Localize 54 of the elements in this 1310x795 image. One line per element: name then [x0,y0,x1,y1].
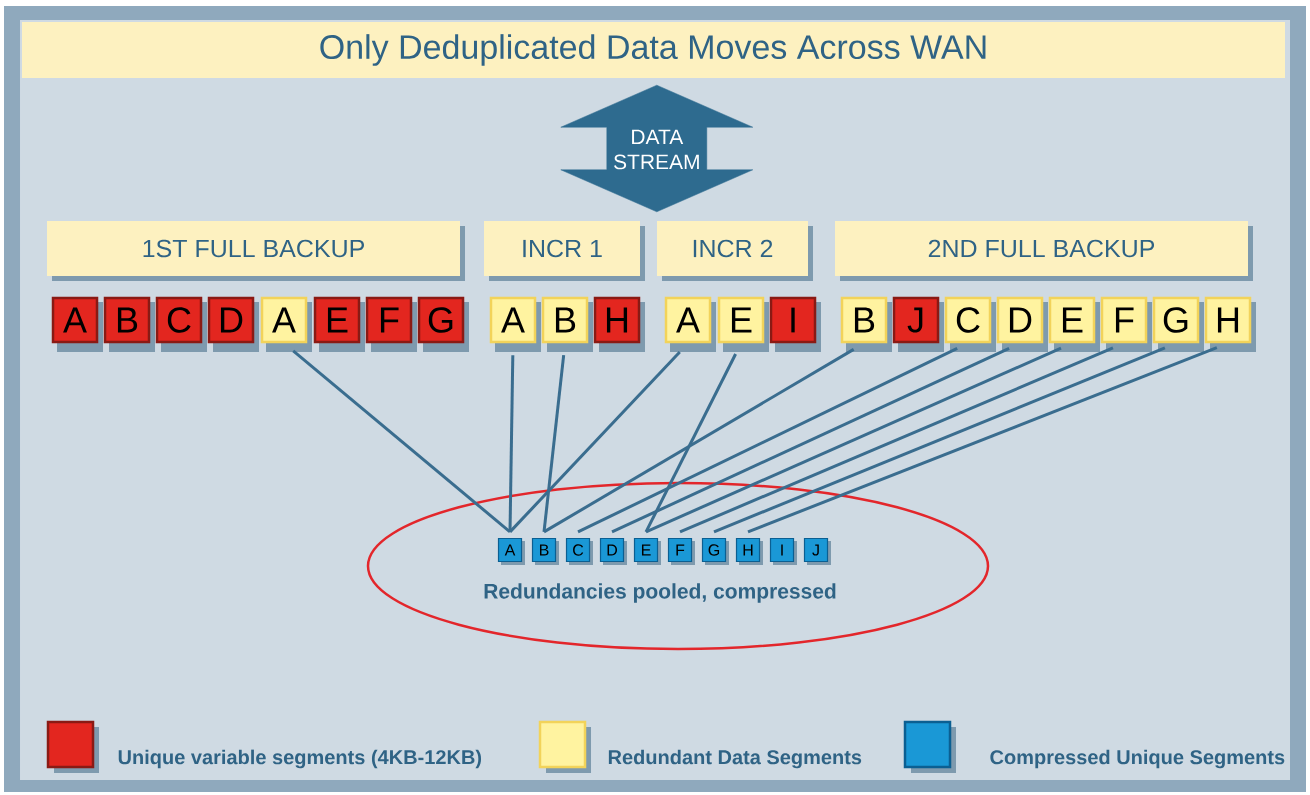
segment-box: H [1204,296,1256,352]
segment-box: F [365,296,417,352]
connector-line [543,348,855,534]
segment-box: B [541,296,593,352]
compressed-segment: C [565,537,593,565]
segment-box: D [207,296,259,352]
segment-box: E [1048,296,1100,352]
compressed-segment: J [803,537,831,565]
segment-box: D [996,296,1048,352]
connector-line [747,346,1218,534]
segment-box: E [717,296,769,352]
segment-box: E [313,296,365,352]
segment-box: A [664,296,716,352]
connector-line [508,350,681,533]
title-band: Only Deduplicated Data Moves Across WAN [22,22,1285,78]
group-header: INCR 1 [484,221,645,281]
segment-box: G [417,296,469,352]
compressed-segment: I [769,537,797,565]
compressed-segment: G [701,537,729,565]
connector-line [679,346,1114,534]
edge-label: DATA STREAM [614,129,699,170]
segment-box: B [840,296,892,352]
connector-line [542,355,566,533]
segment-box: B [103,296,155,352]
segment-box: A [260,296,312,352]
legend-text: Redundant Data Segments [608,749,862,769]
connector-line [611,346,1010,534]
connector-line [508,355,515,532]
compressed-segment: A [497,537,525,565]
connector-line [292,349,511,534]
legend-text: Compressed Unique Segments [990,749,1285,769]
group-header: 2ND FULL BACKUP [835,221,1253,281]
segment-box: F [1100,296,1152,352]
connector-line [713,346,1166,534]
group-header: INCR 2 [657,221,813,281]
segment-box: C [155,296,207,352]
segment-box: C [944,296,996,352]
compressed-segment: D [599,537,627,565]
compressed-segment: F [667,537,695,565]
segment-box: A [489,296,541,352]
compressed-segment: E [633,537,661,565]
segment-box: J [892,296,944,352]
group-header: 1ST FULL BACKUP [47,221,465,281]
legend-text: Unique variable segments (4KB-12KB) [118,749,482,769]
connector-line [644,353,737,533]
double-arrow [560,84,754,213]
compressed-segment: H [735,537,763,565]
segment-box: G [1152,296,1204,352]
connector-line [577,347,958,534]
connector-line [645,346,1062,534]
segment-box: H [593,296,645,352]
compressed-segment: B [531,537,559,565]
segment-box: I [769,296,821,352]
segment-box: A [51,296,103,352]
